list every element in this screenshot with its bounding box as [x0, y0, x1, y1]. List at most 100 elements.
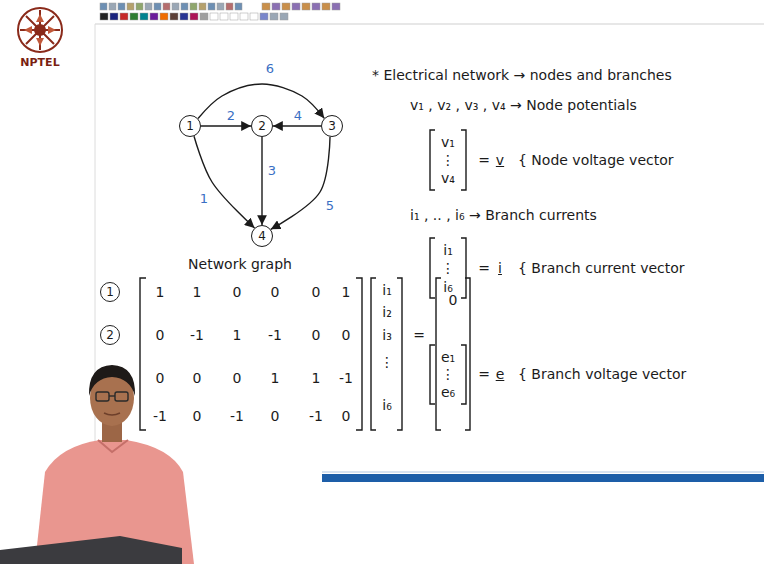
vector-symbol: e: [496, 366, 505, 382]
matrix-entry: 1: [233, 327, 242, 343]
toolbar-icon: [109, 3, 116, 10]
vector-entry: e₁: [441, 349, 455, 365]
progress-bar-edge: [322, 471, 764, 473]
toolbar-icon: [282, 3, 290, 10]
matrix-bracket: [356, 278, 362, 430]
toolbar-icon: [136, 3, 143, 10]
equals-sign: =: [478, 152, 490, 168]
vector-bracket: [461, 130, 466, 190]
note-text: { Branch voltage vector: [518, 366, 686, 382]
toolbar-icon: [190, 13, 198, 20]
matrix-entry: -1: [309, 408, 323, 424]
toolbar-icon: [140, 13, 148, 20]
toolbar-icon: [160, 13, 168, 20]
matrix-entry: 0: [342, 327, 351, 343]
toolbar-icon: [163, 3, 170, 10]
toolbar-icon: [130, 13, 138, 20]
toolbar-icon: [208, 3, 215, 10]
brackets: [140, 130, 470, 430]
vector-entry: ⋮: [441, 152, 455, 168]
equals-sign: =: [478, 366, 490, 382]
branch-line: [194, 136, 255, 228]
matrix-entry: 1: [271, 370, 280, 386]
matrix-entry: 1: [193, 284, 202, 300]
vector-entry: ⋮: [441, 366, 455, 382]
matrix-entry: -1: [153, 408, 167, 424]
matrix-entry: 0: [156, 370, 165, 386]
branch-number: 1: [200, 191, 208, 206]
logo-spokes: [20, 10, 60, 50]
page-edge: [95, 24, 764, 25]
vector-bracket: [430, 345, 435, 404]
branch-number: 5: [326, 198, 334, 213]
vector-bracket: [371, 278, 376, 430]
vector-entry: v₁: [441, 134, 455, 150]
vector-bracket: [461, 238, 466, 298]
vector-symbol: i: [498, 260, 502, 276]
vector-entry: e₆: [441, 384, 455, 400]
matrix-entry: 0: [193, 370, 202, 386]
toolbar-icon: [226, 3, 233, 10]
branch-number: 6: [266, 61, 274, 76]
branch-line: [271, 137, 330, 230]
toolbar-icon: [150, 13, 158, 20]
matrix-entry: 1: [312, 370, 321, 386]
logo-ring: [18, 8, 62, 52]
vector-bracket: [430, 130, 435, 190]
note-text: i₁ , .. , i₆ → Branch currents: [410, 207, 597, 223]
toolbar-icon: [270, 13, 278, 20]
vector-entry: i₁: [443, 242, 453, 258]
equals-sign: =: [478, 260, 490, 276]
toolbar-icon: [110, 13, 118, 20]
matrix-entry: 0: [233, 370, 242, 386]
toolbar-icon: [302, 3, 310, 10]
graph-node: 3: [321, 115, 343, 137]
vector-entry: i₃: [382, 327, 392, 343]
vector-entry: ⋮: [441, 260, 455, 276]
toolbar-icon: [292, 3, 300, 10]
progress-bar: [322, 474, 764, 482]
toolbar-icon: [260, 13, 268, 20]
toolbar-icon: [181, 3, 188, 10]
graph-node: 1: [179, 115, 201, 137]
toolbar-icon: [272, 3, 280, 10]
matrix-entry: -1: [339, 370, 353, 386]
graph-caption: Network graph: [188, 256, 292, 272]
vector-entry: i₂: [382, 304, 392, 320]
toolbar-icon: [280, 13, 288, 20]
toolbar-icon: [200, 13, 208, 20]
vector-symbol: v: [496, 152, 504, 168]
matrix-entry: 0: [342, 408, 351, 424]
graph-node: 4: [251, 225, 273, 247]
vector-bracket: [461, 345, 466, 404]
row-number: 1: [100, 282, 120, 302]
hair: [89, 365, 135, 396]
vector-entry: v₄: [441, 170, 455, 186]
matrix-entry: 1: [342, 284, 351, 300]
note-text: v₁ , v₂ , v₃ , v₄ → Node potentials: [410, 97, 637, 113]
toolbar-icon: [199, 3, 206, 10]
toolbar-icon: [145, 3, 152, 10]
toolbar-icon: [120, 13, 128, 20]
glasses-lens: [96, 392, 109, 401]
node-number: 1: [186, 119, 194, 133]
toolbar-icon: [240, 13, 248, 20]
note-text: { Node voltage vector: [518, 152, 674, 168]
matrix-entry: -1: [268, 327, 282, 343]
matrix-entry: 0: [312, 327, 321, 343]
vector-bracket: [430, 238, 435, 298]
vector-entry: ⋮: [380, 354, 394, 370]
toolbar-icon: [154, 3, 161, 10]
branch-number: 3: [268, 163, 276, 178]
glasses-lens: [115, 392, 128, 401]
branch-line: [201, 125, 251, 126]
logo-text: NPTEL: [20, 55, 59, 71]
toolbar-icon: [332, 3, 340, 10]
node-number: 4: [258, 229, 266, 243]
presenter: [0, 365, 194, 564]
logo-petals: [24, 14, 56, 46]
toolbar-icon: [322, 3, 330, 10]
matrix-entry: 0: [193, 408, 202, 424]
